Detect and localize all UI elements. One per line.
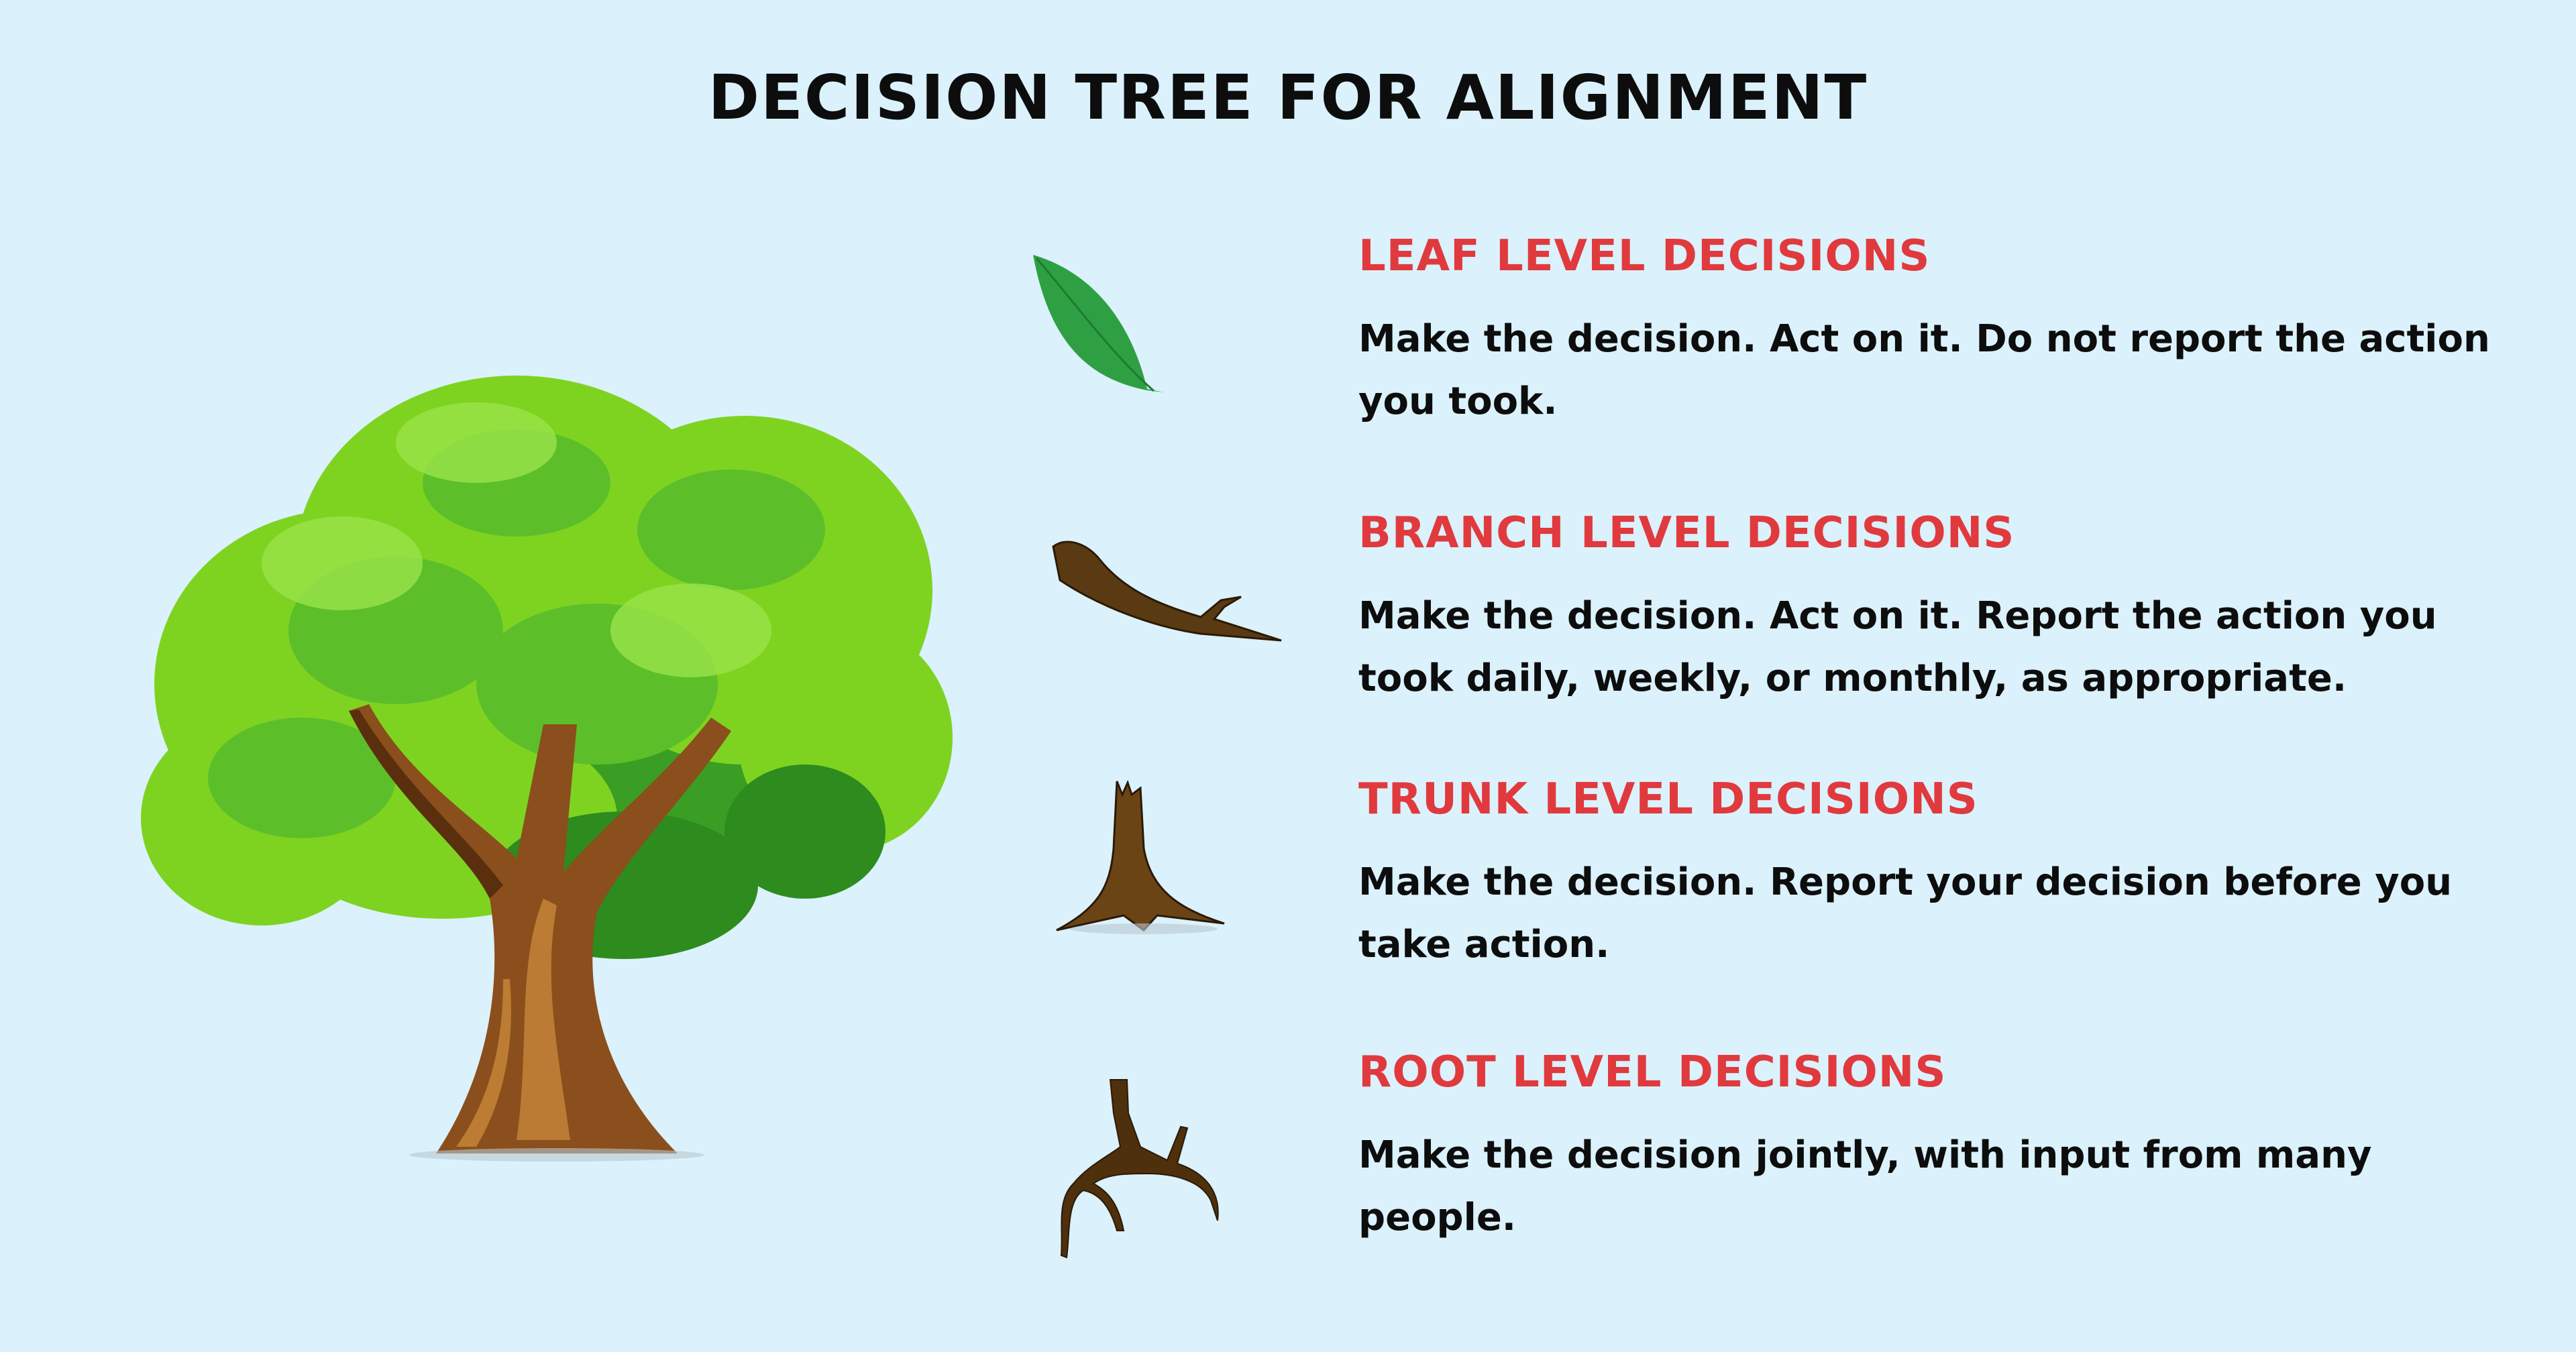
tree-illustration bbox=[141, 376, 953, 1162]
section-branch: BRANCH LEVEL DECISIONS Make the decision… bbox=[1358, 508, 2499, 710]
section-text: Make the decision jointly, with input fr… bbox=[1358, 1133, 2372, 1239]
leaf-icon bbox=[1033, 255, 1164, 392]
section-heading: TRUNK LEVEL DECISIONS bbox=[1358, 775, 1978, 824]
branch-icon bbox=[1052, 541, 1282, 642]
section-heading: BRANCH LEVEL DECISIONS bbox=[1358, 508, 2015, 558]
section-heading: LEAF LEVEL DECISIONS bbox=[1358, 231, 1931, 281]
section-leaf: LEAF LEVEL DECISIONS Make the decision. … bbox=[1358, 231, 2499, 433]
section-text: Make the decision. Act on it. Report the… bbox=[1358, 594, 2437, 700]
root-icon bbox=[1060, 1079, 1219, 1259]
section-text: Make the decision. Report your decision … bbox=[1358, 860, 2453, 966]
section-trunk: TRUNK LEVEL DECISIONS Make the decision.… bbox=[1358, 775, 2499, 976]
page-title: DECISION TREE FOR ALIGNMENT bbox=[708, 62, 1868, 133]
trunk-icon bbox=[1056, 779, 1225, 934]
section-text: Make the decision. Act on it. Do not rep… bbox=[1358, 317, 2490, 423]
section-heading: ROOT LEVEL DECISIONS bbox=[1358, 1048, 1947, 1097]
section-root: ROOT LEVEL DECISIONS Make the decision j… bbox=[1358, 1048, 2499, 1249]
